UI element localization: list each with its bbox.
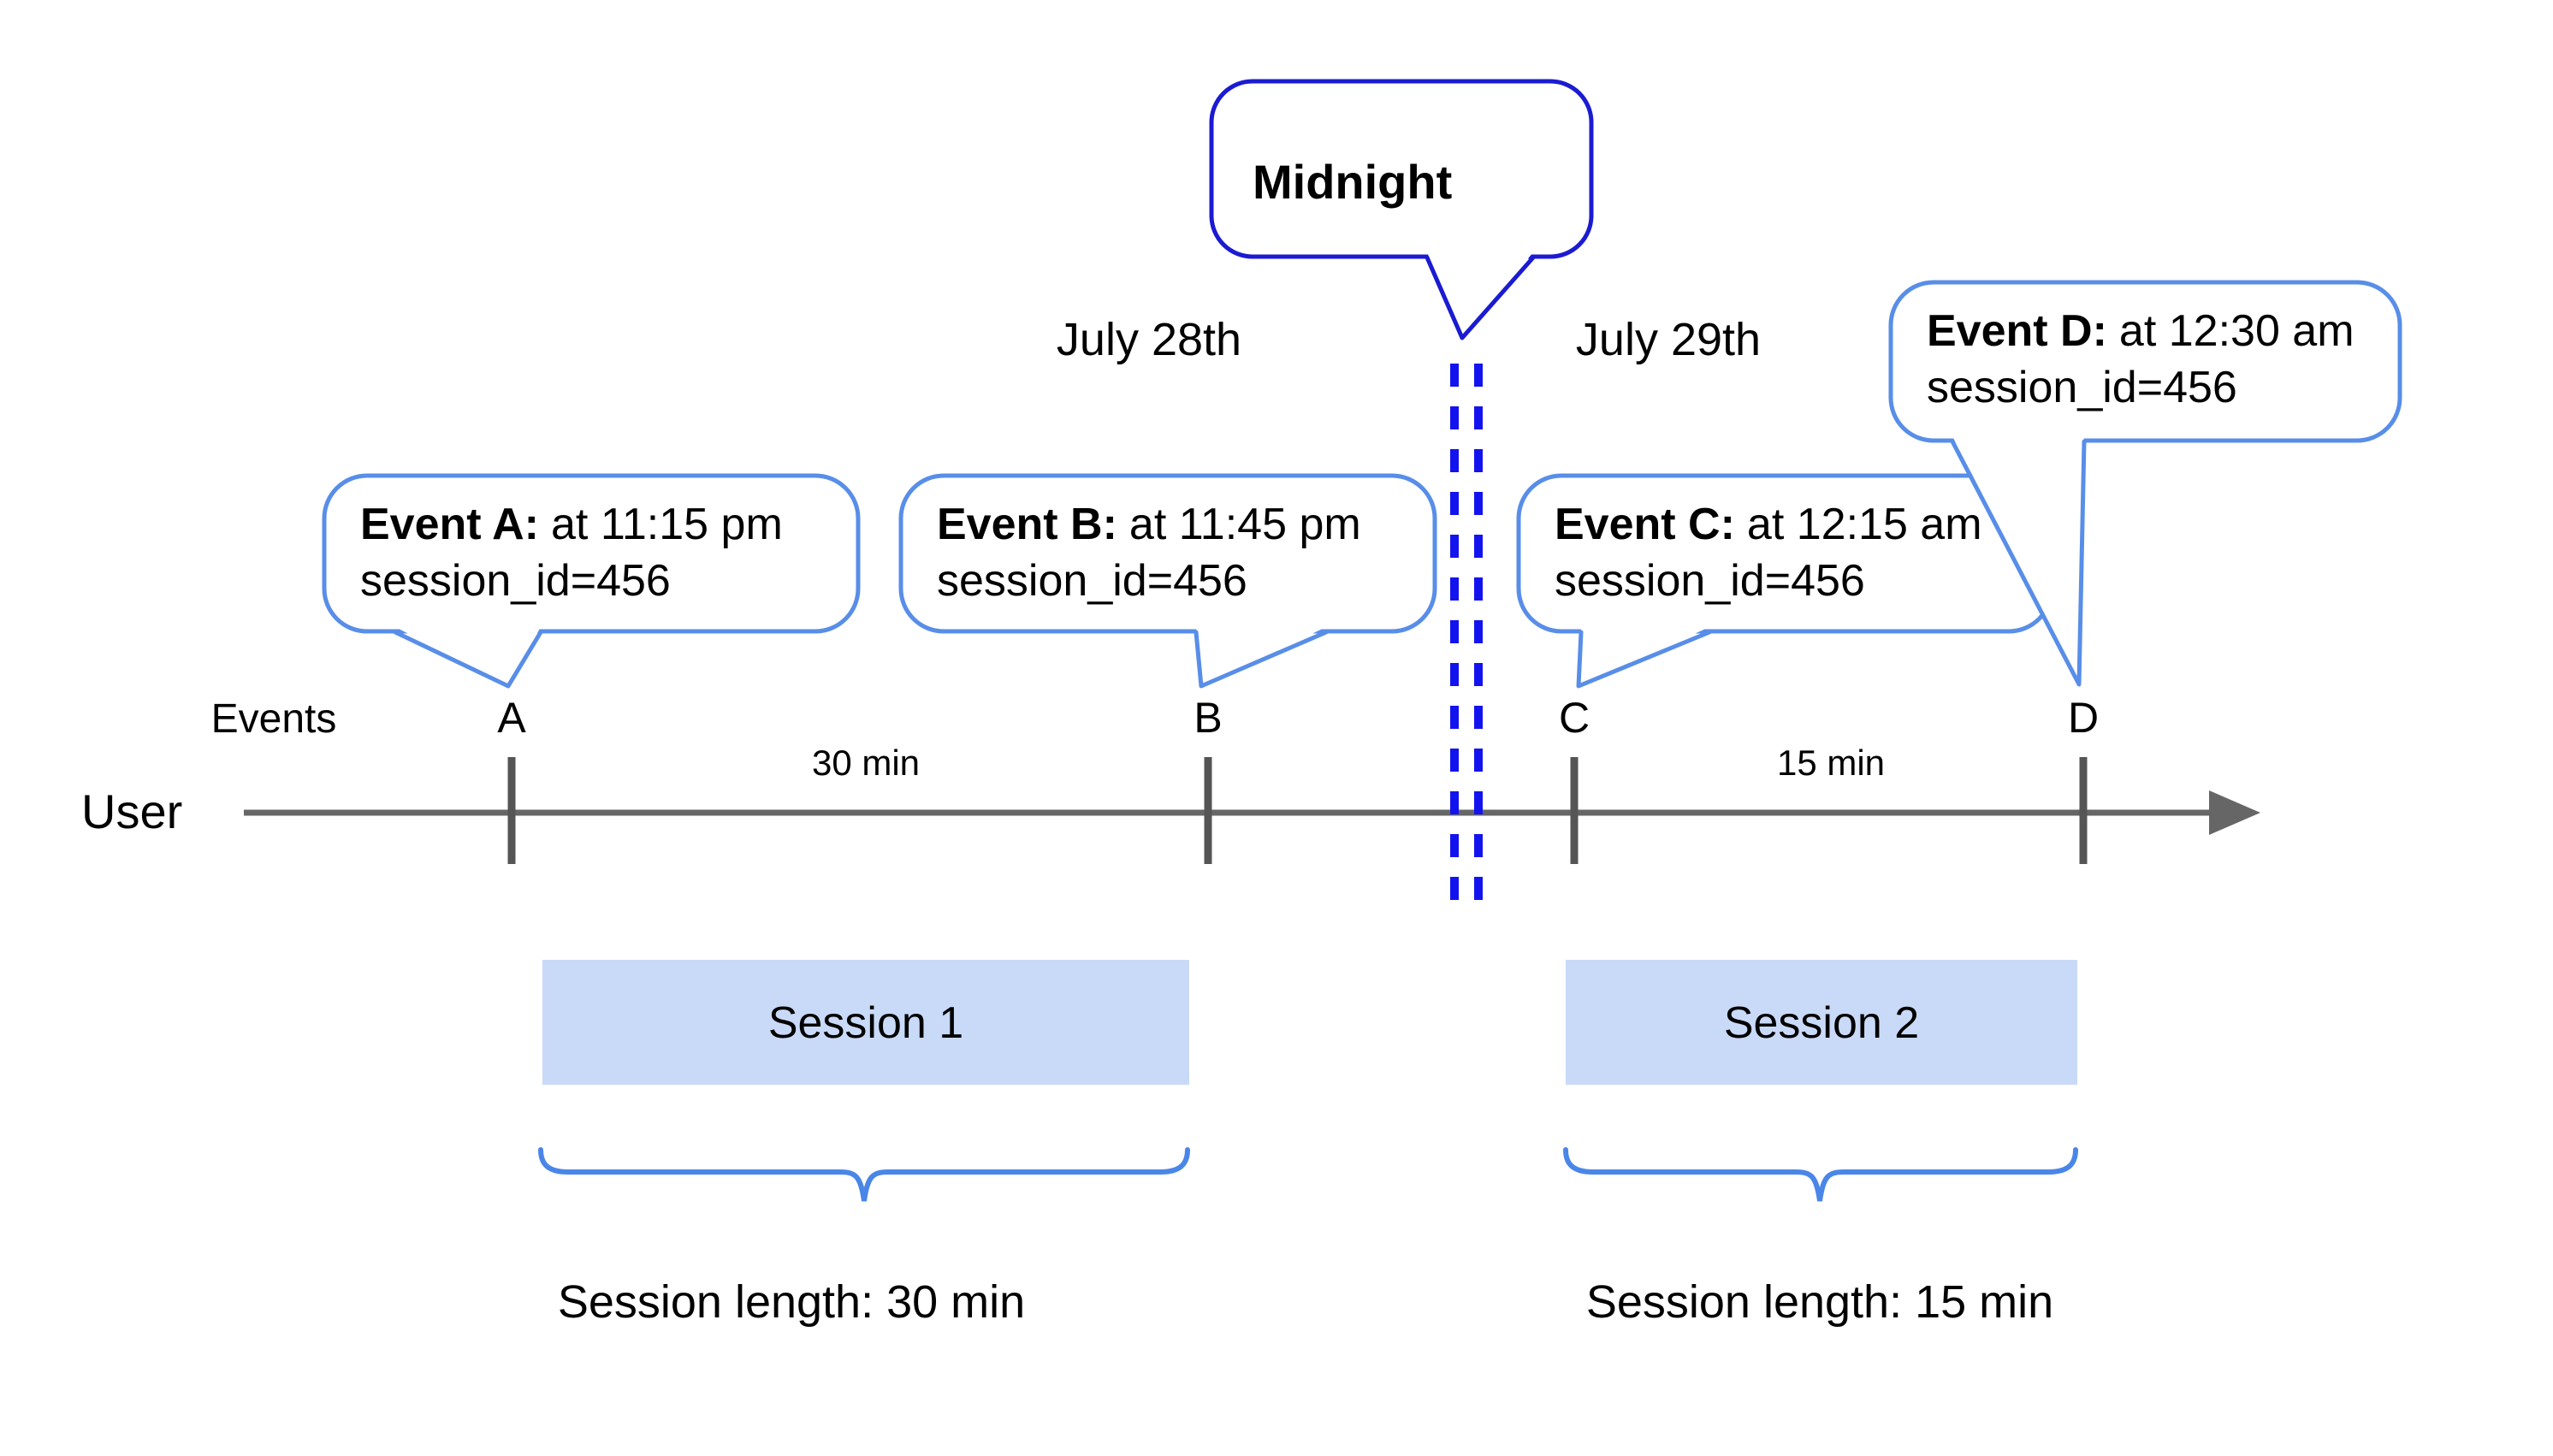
event-c-time: at 12:15 am xyxy=(1747,500,1982,549)
event-a-bubble xyxy=(322,473,861,634)
event-b-tail-fill xyxy=(1196,627,1326,686)
event-b-bubble xyxy=(898,473,1437,634)
event-c-session: session_id=456 xyxy=(1555,556,1865,606)
event-b-title: Event B: xyxy=(937,500,1117,549)
session-2-length-label: Session length: 15 min xyxy=(1586,1276,2053,1328)
event-b-tail xyxy=(1194,630,1329,689)
midnight-callout: Midnight xyxy=(1209,79,1594,340)
session-2: Session 2 Session length: 15 min xyxy=(1563,960,2078,1328)
tick-label-d: D xyxy=(2068,694,2099,742)
event-d-line1: Event D:at 12:30 am xyxy=(1927,306,2355,356)
event-d-session: session_id=456 xyxy=(1927,363,2237,412)
event-a-tail-fill xyxy=(395,627,541,684)
interval-label-cd: 15 min xyxy=(1777,743,1885,783)
event-b-line1: Event B:at 11:45 pm xyxy=(937,500,1361,549)
session-2-box xyxy=(1566,960,2077,1085)
event-b-session: session_id=456 xyxy=(937,556,1247,606)
event-d-tail-fill xyxy=(1952,436,2084,684)
event-d-tail xyxy=(1950,439,2087,687)
session-2-brace xyxy=(1563,1147,2078,1202)
session-2-label: Session 2 xyxy=(1724,998,1919,1048)
session-1-box xyxy=(542,960,1189,1085)
event-c-tail xyxy=(1576,630,1712,689)
midnight-label: Midnight xyxy=(1253,155,1452,209)
event-a-title: Event A: xyxy=(360,500,539,549)
midnight-callout-tail xyxy=(1425,255,1536,340)
event-a-line1: Event A:at 11:15 pm xyxy=(360,500,783,549)
session-1-label: Session 1 xyxy=(768,998,963,1048)
session-1: Session 1 Session length: 30 min xyxy=(538,960,1190,1328)
event-d-time: at 12:30 am xyxy=(2119,306,2355,356)
session-1-length-label: Session length: 30 min xyxy=(558,1276,1025,1328)
event-b-callout: Event B:at 11:45 pm session_id=456 xyxy=(898,473,1437,689)
user-timeline-axis xyxy=(244,757,2260,864)
event-a-time: at 11:15 pm xyxy=(551,500,783,549)
event-c-callout: Event C:at 12:15 am session_id=456 xyxy=(1516,473,2054,689)
event-a-session: session_id=456 xyxy=(360,556,671,606)
timeline-arrowhead-icon xyxy=(2209,790,2260,835)
event-a-tail xyxy=(393,630,543,689)
interval-label-ab: 30 min xyxy=(812,743,920,783)
date-label-july-28: July 28th xyxy=(1057,314,1241,365)
tick-label-c: C xyxy=(1559,694,1590,742)
event-d-bubble xyxy=(1888,280,2402,443)
event-d-title: Event D: xyxy=(1927,306,2107,356)
events-row-label: Events xyxy=(211,696,337,742)
date-label-july-29: July 29th xyxy=(1576,314,1761,365)
midnight-divider xyxy=(1450,364,1483,911)
user-label: User xyxy=(81,784,182,838)
event-a-callout: Event A:at 11:15 pm session_id=456 xyxy=(322,473,861,689)
tick-label-a: A xyxy=(497,694,526,742)
tick-label-b: B xyxy=(1194,694,1222,742)
event-d-callout: Event D:at 12:30 am session_id=456 xyxy=(1888,280,2402,687)
session-1-brace xyxy=(538,1147,1190,1202)
event-c-title: Event C: xyxy=(1555,500,1735,549)
midnight-callout-bubble xyxy=(1209,79,1594,259)
event-c-line1: Event C:at 12:15 am xyxy=(1555,500,1982,549)
event-b-time: at 11:45 pm xyxy=(1129,500,1361,549)
